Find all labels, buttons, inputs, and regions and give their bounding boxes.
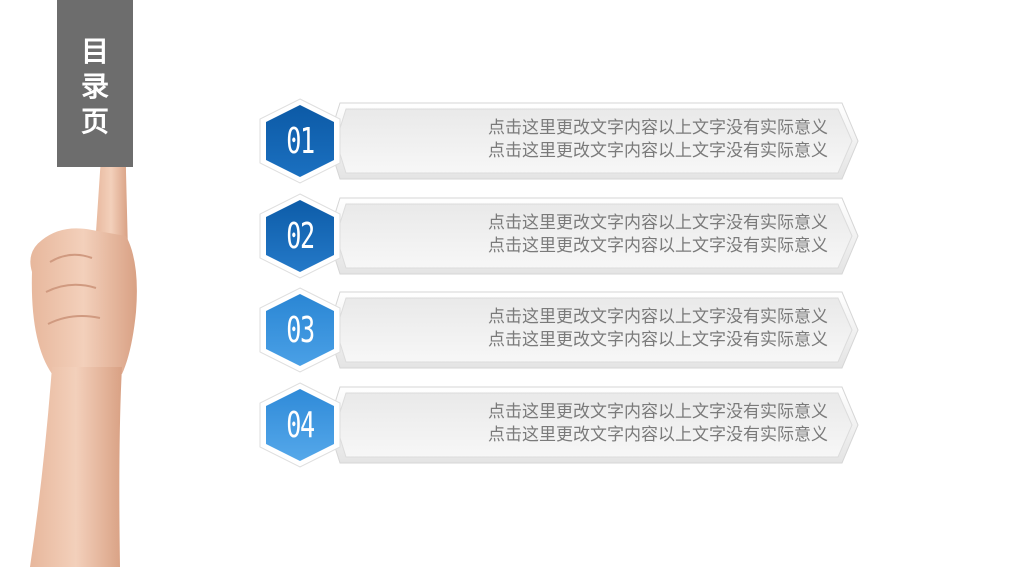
- toc-item-frame: [259, 287, 859, 373]
- toc-item-number: 03: [286, 309, 315, 351]
- toc-item-frame: [259, 98, 859, 184]
- toc-item[interactable]: 04 点击这里更改文字内容以上文字没有实际意义 点击这里更改文字内容以上文字没有…: [259, 382, 862, 477]
- toc-item[interactable]: 02 点击这里更改文字内容以上文字没有实际意义 点击这里更改文字内容以上文字没有…: [259, 193, 862, 288]
- toc-item-text: 点击这里更改文字内容以上文字没有实际意义 点击这里更改文字内容以上文字没有实际意…: [488, 213, 828, 256]
- toc-item-text: 点击这里更改文字内容以上文字没有实际意义 点击这里更改文字内容以上文字没有实际意…: [488, 402, 828, 445]
- toc-item-frame: [259, 193, 859, 279]
- toc-item-text: 点击这里更改文字内容以上文字没有实际意义 点击这里更改文字内容以上文字没有实际意…: [488, 307, 828, 350]
- toc-item-number: 02: [286, 215, 315, 257]
- pointing-hand-image: [30, 119, 137, 567]
- toc-item[interactable]: 01 点击这里更改文字内容以上文字没有实际意义 点击这里更改文字内容以上文字没有…: [259, 98, 862, 193]
- toc-item[interactable]: 03 点击这里更改文字内容以上文字没有实际意义 点击这里更改文字内容以上文字没有…: [259, 287, 862, 382]
- toc-item-text: 点击这里更改文字内容以上文字没有实际意义 点击这里更改文字内容以上文字没有实际意…: [488, 118, 828, 161]
- toc-item-number: 04: [286, 404, 315, 446]
- toc-item-frame: [259, 382, 859, 468]
- toc-item-number: 01: [286, 120, 315, 162]
- title-tab: 目录页: [57, 0, 133, 167]
- page-title: 目录页: [80, 35, 109, 138]
